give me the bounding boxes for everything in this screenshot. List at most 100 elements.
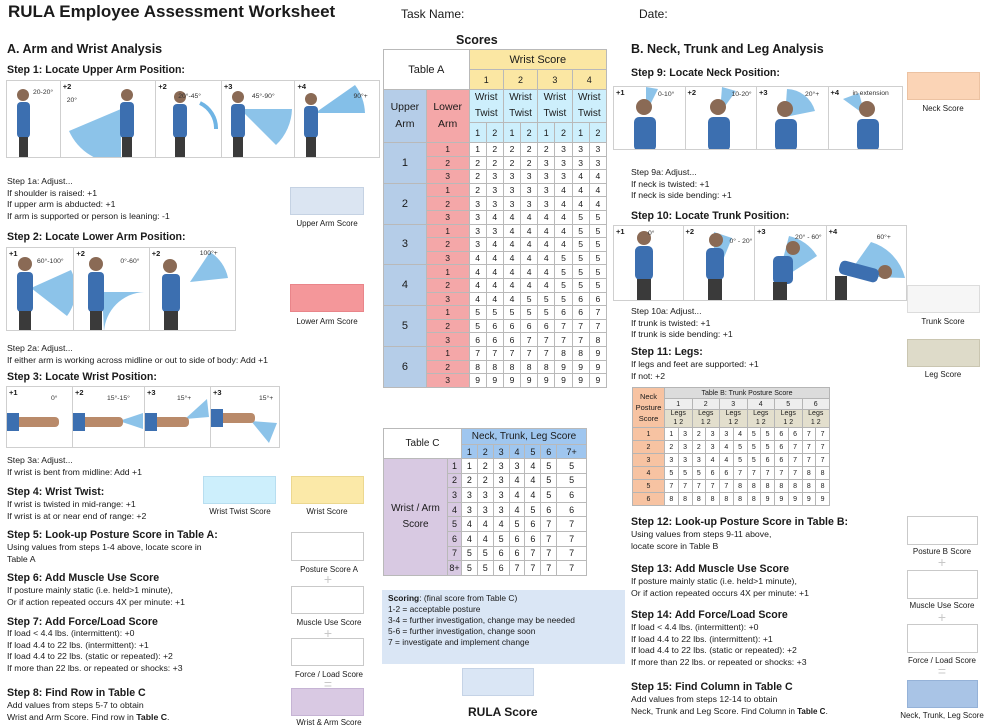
table-a-cell: 9 [588,359,608,375]
table-a-cell: 5 [520,305,539,320]
table-b-cell: 3 [719,427,734,441]
table-c-cell: 7 [540,545,558,562]
neck-trunk-leg-score-label: Neck, Trunk, Leg Score [900,711,984,720]
table-a-cell: 4 [520,264,539,279]
table-a-cell: 3 [468,237,487,252]
table-a-cell: 4 [537,209,556,225]
trunk-col-header: 6 [801,398,830,410]
plus-sign: + [937,554,947,570]
posture-a-score-box[interactable] [291,532,364,561]
table-c-col-header: 7+ [556,444,587,459]
table-c-cell: 6 [492,545,510,562]
table-a-cell: 1 [468,142,487,157]
lower-arm-row-label: 1 [425,182,470,198]
wrist-pic-4: +3 15°+ [211,387,279,447]
lower-arm-row-label: 1 [425,305,470,320]
table-c-cell: 3 [492,501,510,518]
table-a-cell: 3 [571,155,590,171]
table-a-cell: 3 [520,196,539,211]
table-a-cell: 4 [554,196,573,211]
step2-heading: Step 2: Locate Lower Arm Position: [7,231,186,243]
wrist-arm-score-box[interactable] [291,688,364,716]
table-c-cell: 5 [476,545,494,562]
upper-arm-score-box[interactable] [290,187,364,215]
wrist-twist-score-label: Wrist Twist Score [209,507,271,516]
neck-trunk-leg-score-box[interactable] [907,680,978,708]
step12-text: Using values from steps 9-11 above,locat… [631,529,772,551]
table-a-cell: 5 [554,277,573,293]
twist-col-header: 2 [588,122,608,143]
table-c-cell: 2 [461,472,478,489]
trunk-col-header: 3 [719,398,748,410]
table-a-cell: 4 [520,209,539,225]
wrist-score-box[interactable] [291,476,364,504]
trunk-score-box[interactable] [907,285,980,313]
table-a-cell: 4 [554,209,573,225]
muscle-use-score-box[interactable] [291,586,364,614]
table-c-col-header: 4 [508,444,526,459]
table-a-cell: 4 [485,250,504,266]
table-b-cell: 6 [787,427,803,441]
twist-col-header: 2 [485,122,504,143]
table-a-cell: 2 [537,142,556,157]
trunk-pic-3: +3 20° - 60° [755,226,827,300]
table-c-row-label: 6 [447,530,462,547]
muscle-use-score-box-b[interactable] [907,570,978,599]
table-c-cell: 4 [492,516,510,532]
lower-arm-score-box[interactable] [290,284,364,312]
table-a-cell: 4 [468,277,487,293]
leg-score-box[interactable] [907,339,980,367]
force-load-score-box-b[interactable] [907,624,978,653]
neck-score-box[interactable] [907,72,980,100]
table-c-cell: 6 [540,501,558,518]
range-arc-icon [842,93,879,149]
posture-b-score-box[interactable] [907,516,978,545]
range-arc-icon [707,87,736,149]
table-a-cell: 4 [520,250,539,266]
plus-sign: + [323,571,333,587]
table-c-cell: 1 [461,458,478,474]
table-a-cell: 3 [485,223,504,239]
table-b-cell: 6 [760,453,775,467]
rula-score-box[interactable] [462,668,534,696]
table-a-cell: 5 [571,250,590,266]
table-a-cell: 3 [520,169,539,184]
table-b-cell: 6 [774,453,789,467]
table-a-cell: 8 [520,359,539,375]
range-arc-icon [634,87,658,149]
table-c-cell: 4 [524,472,542,489]
table-b-cell: 4 [719,453,734,467]
table-a-cell: 4 [537,264,556,279]
table-a-cell: 5 [554,250,573,266]
upper-arm-pic-3: +2 20°-45° [156,81,222,157]
table-c-cell: 7 [540,530,558,547]
range-arc-icon [73,413,143,431]
table-a-cell: 9 [571,373,590,388]
neck-pic-4: +4 in extension [829,87,902,149]
table-b-cell: 7 [815,440,830,454]
table-a-cell: 4 [485,291,504,307]
table-b-cell: 8 [815,466,830,480]
force-load-score-box[interactable] [291,638,364,666]
table-a-cell: 8 [571,345,590,361]
table-c-col-header: 2 [476,444,494,459]
person-figure-icon [635,231,653,300]
table-a-cell: 7 [537,345,556,361]
table-a-cell: 3 [520,182,539,198]
table-a-cell: 3 [554,155,573,171]
range-arc-icon [773,236,818,300]
wrist-twist-score-box[interactable] [203,476,276,504]
table-c-cell: 3 [461,487,478,503]
table-c-row-label: 7 [447,545,462,562]
table-a-cell: 6 [468,332,487,347]
table-a-cell: 6 [485,318,504,334]
table-a-cell: 2 [520,155,539,171]
step5-heading: Step 5: Look-up Posture Score in Table A… [7,529,218,541]
table-a-cell: 3 [485,182,504,198]
table-c-cell: 7 [556,560,587,576]
person-figure-icon [173,91,219,157]
table-a-cell: 8 [485,359,504,375]
table-b-cell: 7 [677,479,693,493]
